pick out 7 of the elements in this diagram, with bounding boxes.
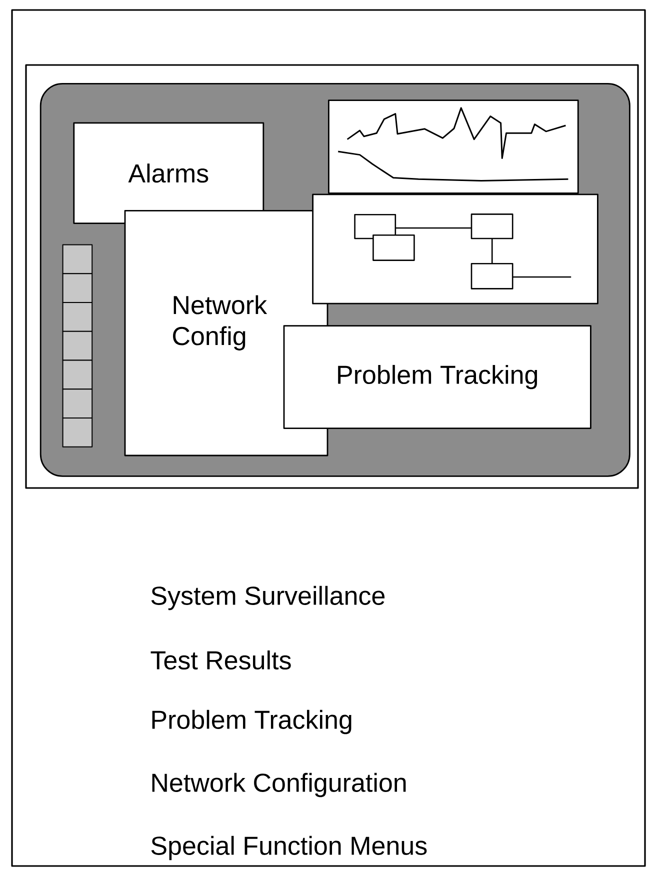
menu-item: Problem Tracking: [152, 710, 352, 734]
window-box: Alarms: [73, 122, 264, 224]
menu-item: Test Results: [150, 650, 291, 670]
window-box: Problem Tracking: [283, 325, 592, 429]
menu-item: System Surveillance: [151, 586, 385, 610]
menu-item: Network Configuration: [152, 772, 406, 798]
menu-item: Special Function Menus: [151, 836, 427, 860]
